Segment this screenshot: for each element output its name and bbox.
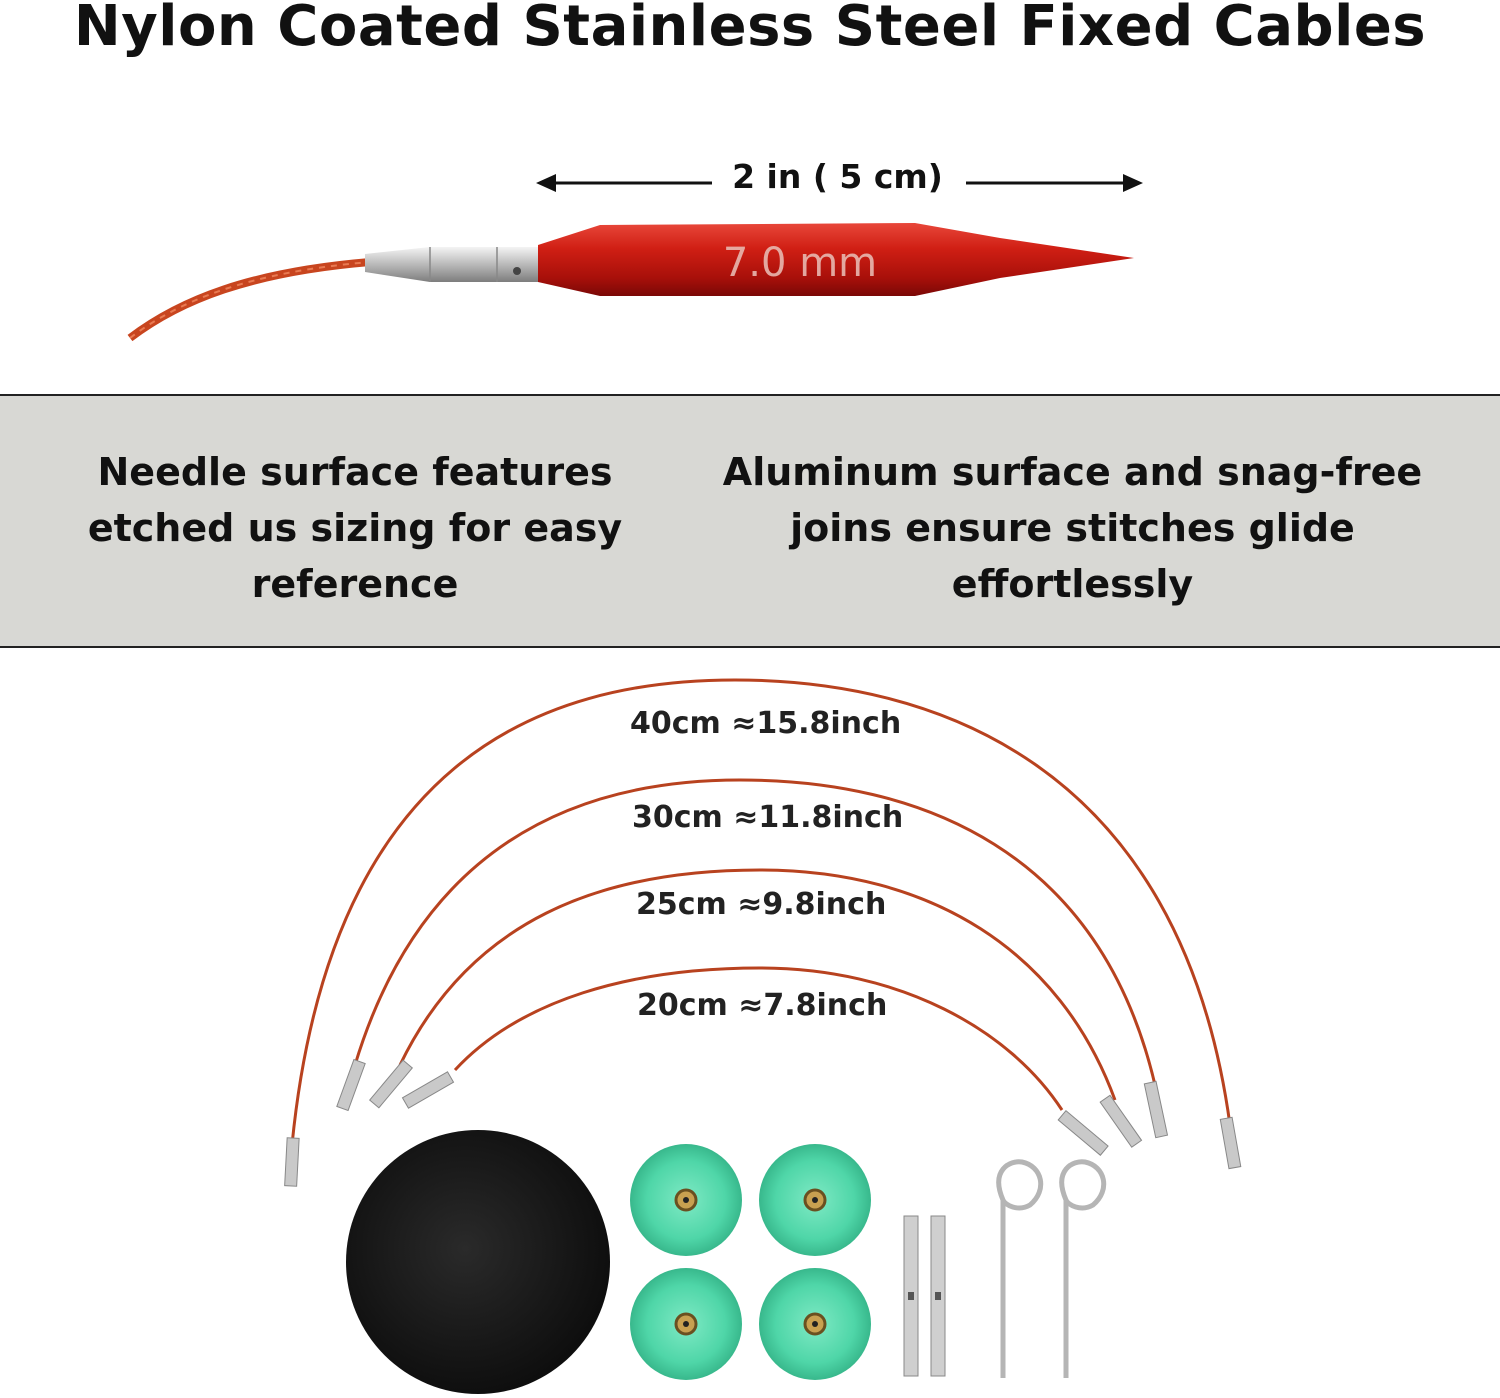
steel-connector	[365, 247, 540, 282]
feature-left-text: Needle surface features etched us sizing…	[87, 450, 623, 606]
green-stopper	[630, 1144, 742, 1256]
needle-size-marking: 7.0 mm	[722, 240, 878, 286]
green-stopper	[630, 1268, 742, 1380]
cable-connector	[930, 1215, 946, 1377]
tightening-key	[996, 1159, 1044, 1378]
feature-right-text: Aluminum surface and snag-free joins ens…	[722, 450, 1423, 606]
measure-arrow-left	[536, 174, 712, 192]
page-title: Nylon Coated Stainless Steel Fixed Cable…	[73, 0, 1427, 59]
green-stopper	[759, 1268, 871, 1380]
tightening-key	[1059, 1159, 1107, 1378]
cable-label-40cm: 40cm ≈15.8inch	[630, 706, 902, 741]
cable-connector	[903, 1215, 919, 1377]
green-stopper	[759, 1144, 871, 1256]
cable-label-30cm: 30cm ≈11.8inch	[632, 800, 904, 835]
black-rubber-pad	[346, 1130, 610, 1394]
cable-label-20cm: 20cm ≈7.8inch	[637, 988, 888, 1023]
cable-40cm	[284, 678, 1242, 1187]
red-needle-tip	[538, 223, 1134, 296]
cable-label-25cm: 25cm ≈9.8inch	[636, 887, 887, 922]
needle-illustration	[127, 174, 1143, 342]
needle-cable	[127, 258, 371, 342]
measure-arrow-right	[966, 174, 1143, 192]
measure-label: 2 in ( 5 cm)	[732, 157, 943, 196]
feature-band	[0, 394, 1500, 648]
